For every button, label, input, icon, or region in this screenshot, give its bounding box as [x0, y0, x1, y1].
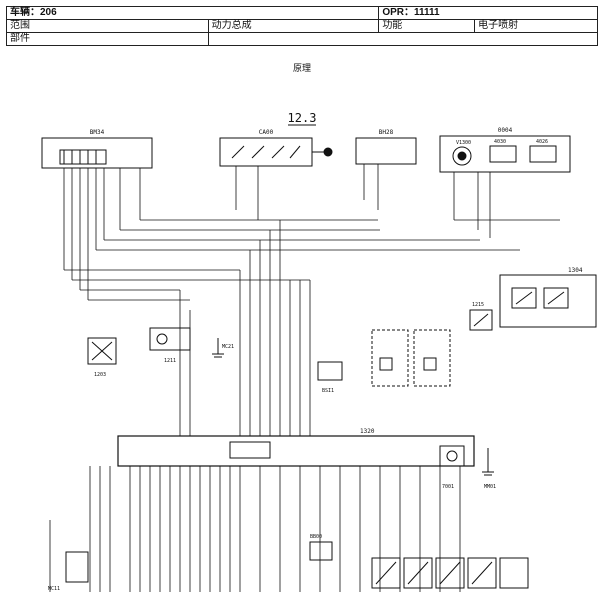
header-row-part: 部件: [6, 32, 599, 46]
header-row-vehicle: 车辆：206 OPR：11111: [5, 6, 598, 20]
label-bm34: BM34: [90, 129, 105, 136]
component-bm34: BM34: [41, 129, 153, 169]
injector-group: [371, 557, 529, 589]
label-v1300: V1300: [456, 140, 471, 146]
label-4026: 4026: [536, 139, 548, 145]
component-ca00: CA00: [219, 129, 333, 167]
wiring-diagram: 12.3 BM34 CA00 BH28 0004 V1300 4030 4026: [41, 111, 597, 592]
function-label: 功能: [378, 19, 476, 33]
part-value: [207, 32, 599, 46]
label-0004: 0004: [498, 127, 513, 134]
component-0004: 0004 V1300 4030 4026: [439, 127, 571, 173]
component-mc21: MC21: [212, 338, 234, 358]
label-1320: 1320: [360, 428, 375, 435]
component-mc11: MC11: [48, 551, 89, 592]
component-1215: 1215: [469, 302, 493, 331]
label-4030: 4030: [494, 139, 506, 145]
label-1215: 1215: [472, 302, 484, 308]
label-bsi1: BSI1: [322, 388, 334, 394]
part-label: 部件: [6, 32, 209, 46]
label-mc11: MC11: [48, 586, 60, 592]
opr-label: OPR：11111: [378, 6, 598, 20]
label-ca00: CA00: [259, 129, 274, 136]
component-bh28: BH28: [355, 129, 417, 165]
document-header-table: 车辆：206 OPR：11111 范围 动力总成 功能 电子喷射 部件: [5, 6, 599, 46]
label-mm01: MM01: [484, 484, 496, 490]
component-1203: 1203: [87, 337, 117, 378]
label-1211: 1211: [164, 358, 176, 364]
component-7001: 7001: [439, 445, 465, 490]
label-1203: 1203: [94, 372, 106, 378]
label-7001: 7001: [442, 484, 454, 490]
component-bsi1: BSI1: [317, 361, 343, 394]
header-row-scope: 范围 动力总成 功能 电子喷射: [6, 19, 598, 33]
label-mc21: MC21: [222, 344, 234, 350]
component-1320: 1320: [117, 428, 475, 467]
component-bb00: BB00: [309, 534, 333, 561]
scope-value: 动力总成: [207, 19, 380, 33]
component-1304: 1304: [499, 267, 597, 328]
section-number: 12.3: [288, 111, 317, 125]
function-value: 电子喷射: [474, 19, 598, 33]
label-bh28: BH28: [379, 129, 394, 136]
label-bb00: BB00: [310, 534, 322, 540]
vehicle-label: 车辆：206: [5, 6, 380, 20]
component-1211: 1211: [149, 327, 191, 364]
scope-label: 范围: [6, 19, 209, 33]
label-1304: 1304: [568, 267, 583, 274]
component-mm01: MM01: [482, 448, 496, 490]
document-subtitle: 原理: [292, 64, 311, 74]
